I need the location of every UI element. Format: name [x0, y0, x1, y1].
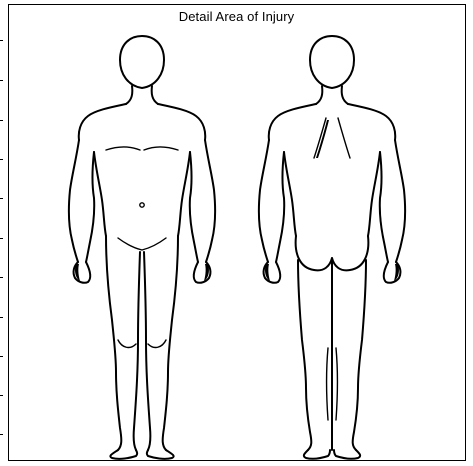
back-right-arm[interactable] [380, 140, 405, 262]
front-knees [118, 340, 166, 347]
front-inner-legs[interactable] [134, 252, 151, 450]
back-left-leg[interactable] [298, 260, 311, 450]
back-right-leg[interactable] [353, 260, 366, 450]
front-chest-line [106, 147, 178, 150]
front-torso-sides[interactable] [94, 152, 190, 236]
front-left-arm[interactable] [69, 140, 94, 262]
back-left-arm[interactable] [259, 140, 284, 262]
front-groin-line [118, 238, 166, 250]
back-feet[interactable] [304, 450, 360, 459]
front-body-figure[interactable] [69, 36, 215, 459]
front-right-arm[interactable] [190, 140, 215, 262]
front-navel [140, 203, 144, 207]
back-body-figure[interactable] [259, 36, 405, 459]
front-feet[interactable] [110, 450, 173, 459]
front-torso[interactable] [79, 104, 205, 140]
back-torso-sides[interactable] [284, 152, 380, 236]
back-shoulders[interactable] [269, 104, 395, 140]
back-spine-shade [316, 120, 329, 158]
back-head[interactable] [310, 36, 354, 88]
front-head[interactable] [120, 36, 164, 88]
